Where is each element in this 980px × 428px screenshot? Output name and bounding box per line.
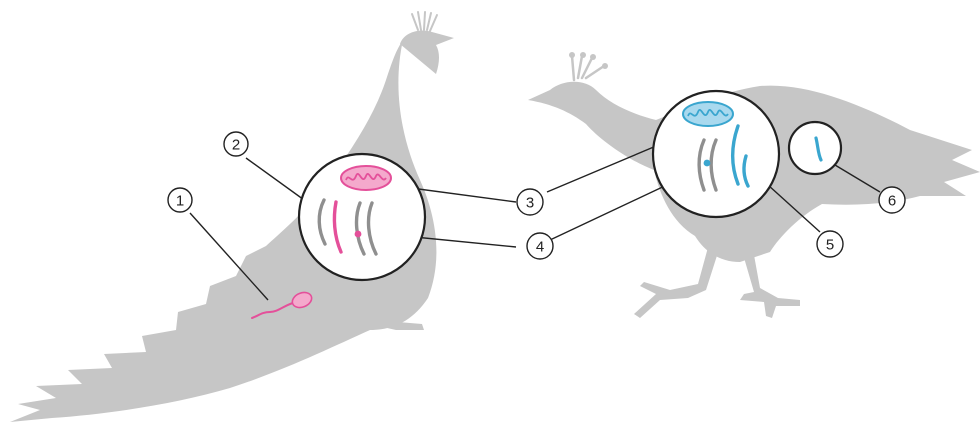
small-cell-zoom [789, 122, 841, 174]
callout-4: 4 [527, 233, 553, 259]
female-leg-right [740, 244, 800, 318]
callout-2: 2 [224, 132, 248, 156]
paternal-mitochondrion [341, 166, 391, 190]
callout-6: 6 [879, 187, 905, 213]
callout-1: 1 [168, 188, 192, 212]
callout-6-label: 6 [888, 193, 896, 210]
callout-5: 5 [817, 231, 843, 257]
female-leg-left [634, 240, 722, 318]
female-crest [569, 52, 608, 80]
male-crest [412, 12, 437, 31]
male-head [400, 31, 454, 75]
small-cell-circle [789, 122, 841, 174]
callout-2-label: 2 [232, 137, 240, 154]
maternal-marker-dot [704, 160, 711, 167]
callout-5-label: 5 [826, 237, 834, 254]
paternal-marker-dot [355, 231, 362, 238]
male-cell-zoom [299, 154, 425, 280]
callout-3: 3 [517, 189, 543, 215]
female-cell-zoom [653, 91, 779, 217]
callout-4-label: 4 [536, 239, 544, 256]
callout-1-label: 1 [176, 193, 184, 210]
maternal-mitochondrion [683, 102, 733, 126]
callout-3-label: 3 [526, 195, 534, 212]
